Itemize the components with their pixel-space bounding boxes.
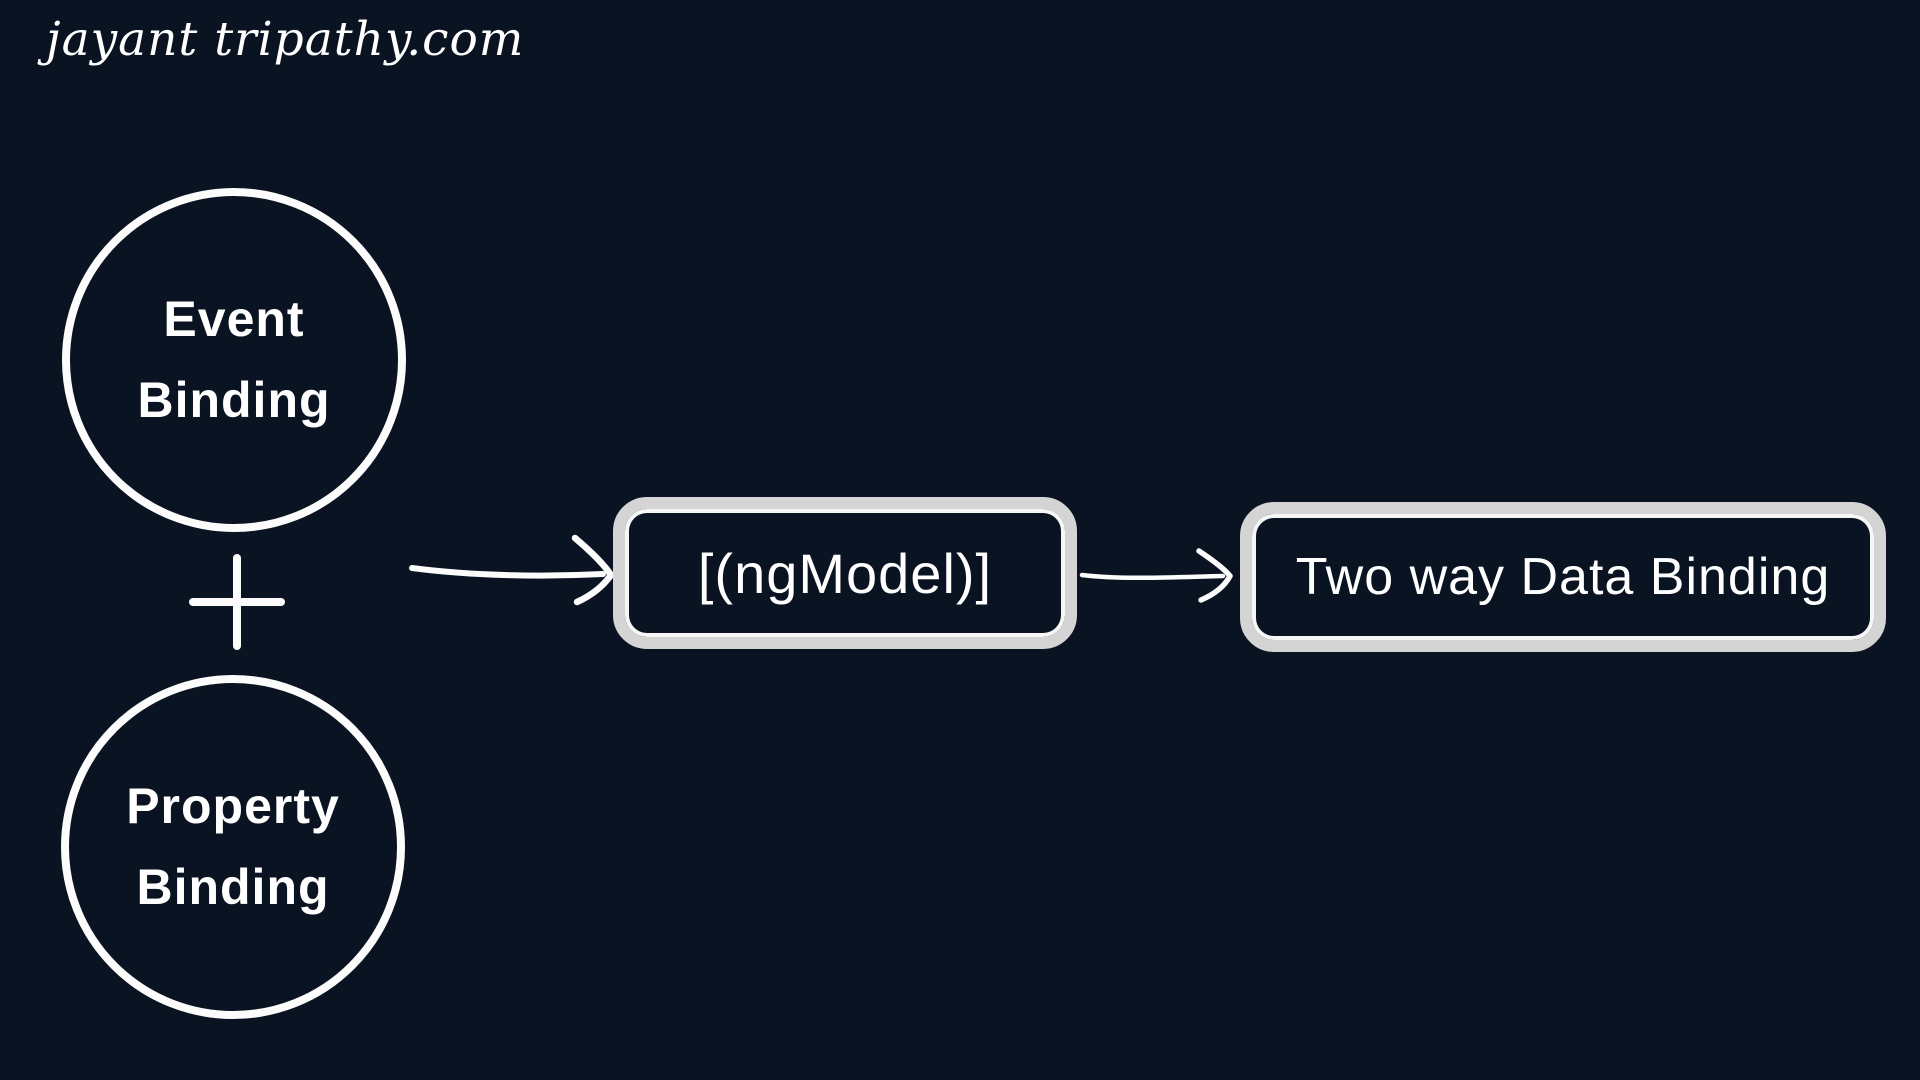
ngmodel-label: [(ngModel)] <box>697 541 993 605</box>
two-way-data-binding-label: Two way Data Binding <box>1295 548 1831 606</box>
plus-icon <box>189 554 285 650</box>
node-ngmodel: [(ngModel)] <box>613 497 1077 649</box>
node-property-binding: Property Binding <box>61 675 405 1019</box>
arrow-right-icon <box>1079 548 1233 603</box>
node-event-binding: Event Binding <box>62 188 406 532</box>
event-binding-label-line2: Binding <box>137 372 331 428</box>
property-binding-label-line2: Binding <box>136 859 330 915</box>
arrow-right-icon <box>409 534 615 606</box>
node-two-way-data-binding: Two way Data Binding <box>1240 502 1886 652</box>
site-logo: jayant tripathy.com <box>46 12 525 67</box>
property-binding-label-line1: Property <box>126 778 340 834</box>
event-binding-label-line1: Event <box>163 291 305 347</box>
